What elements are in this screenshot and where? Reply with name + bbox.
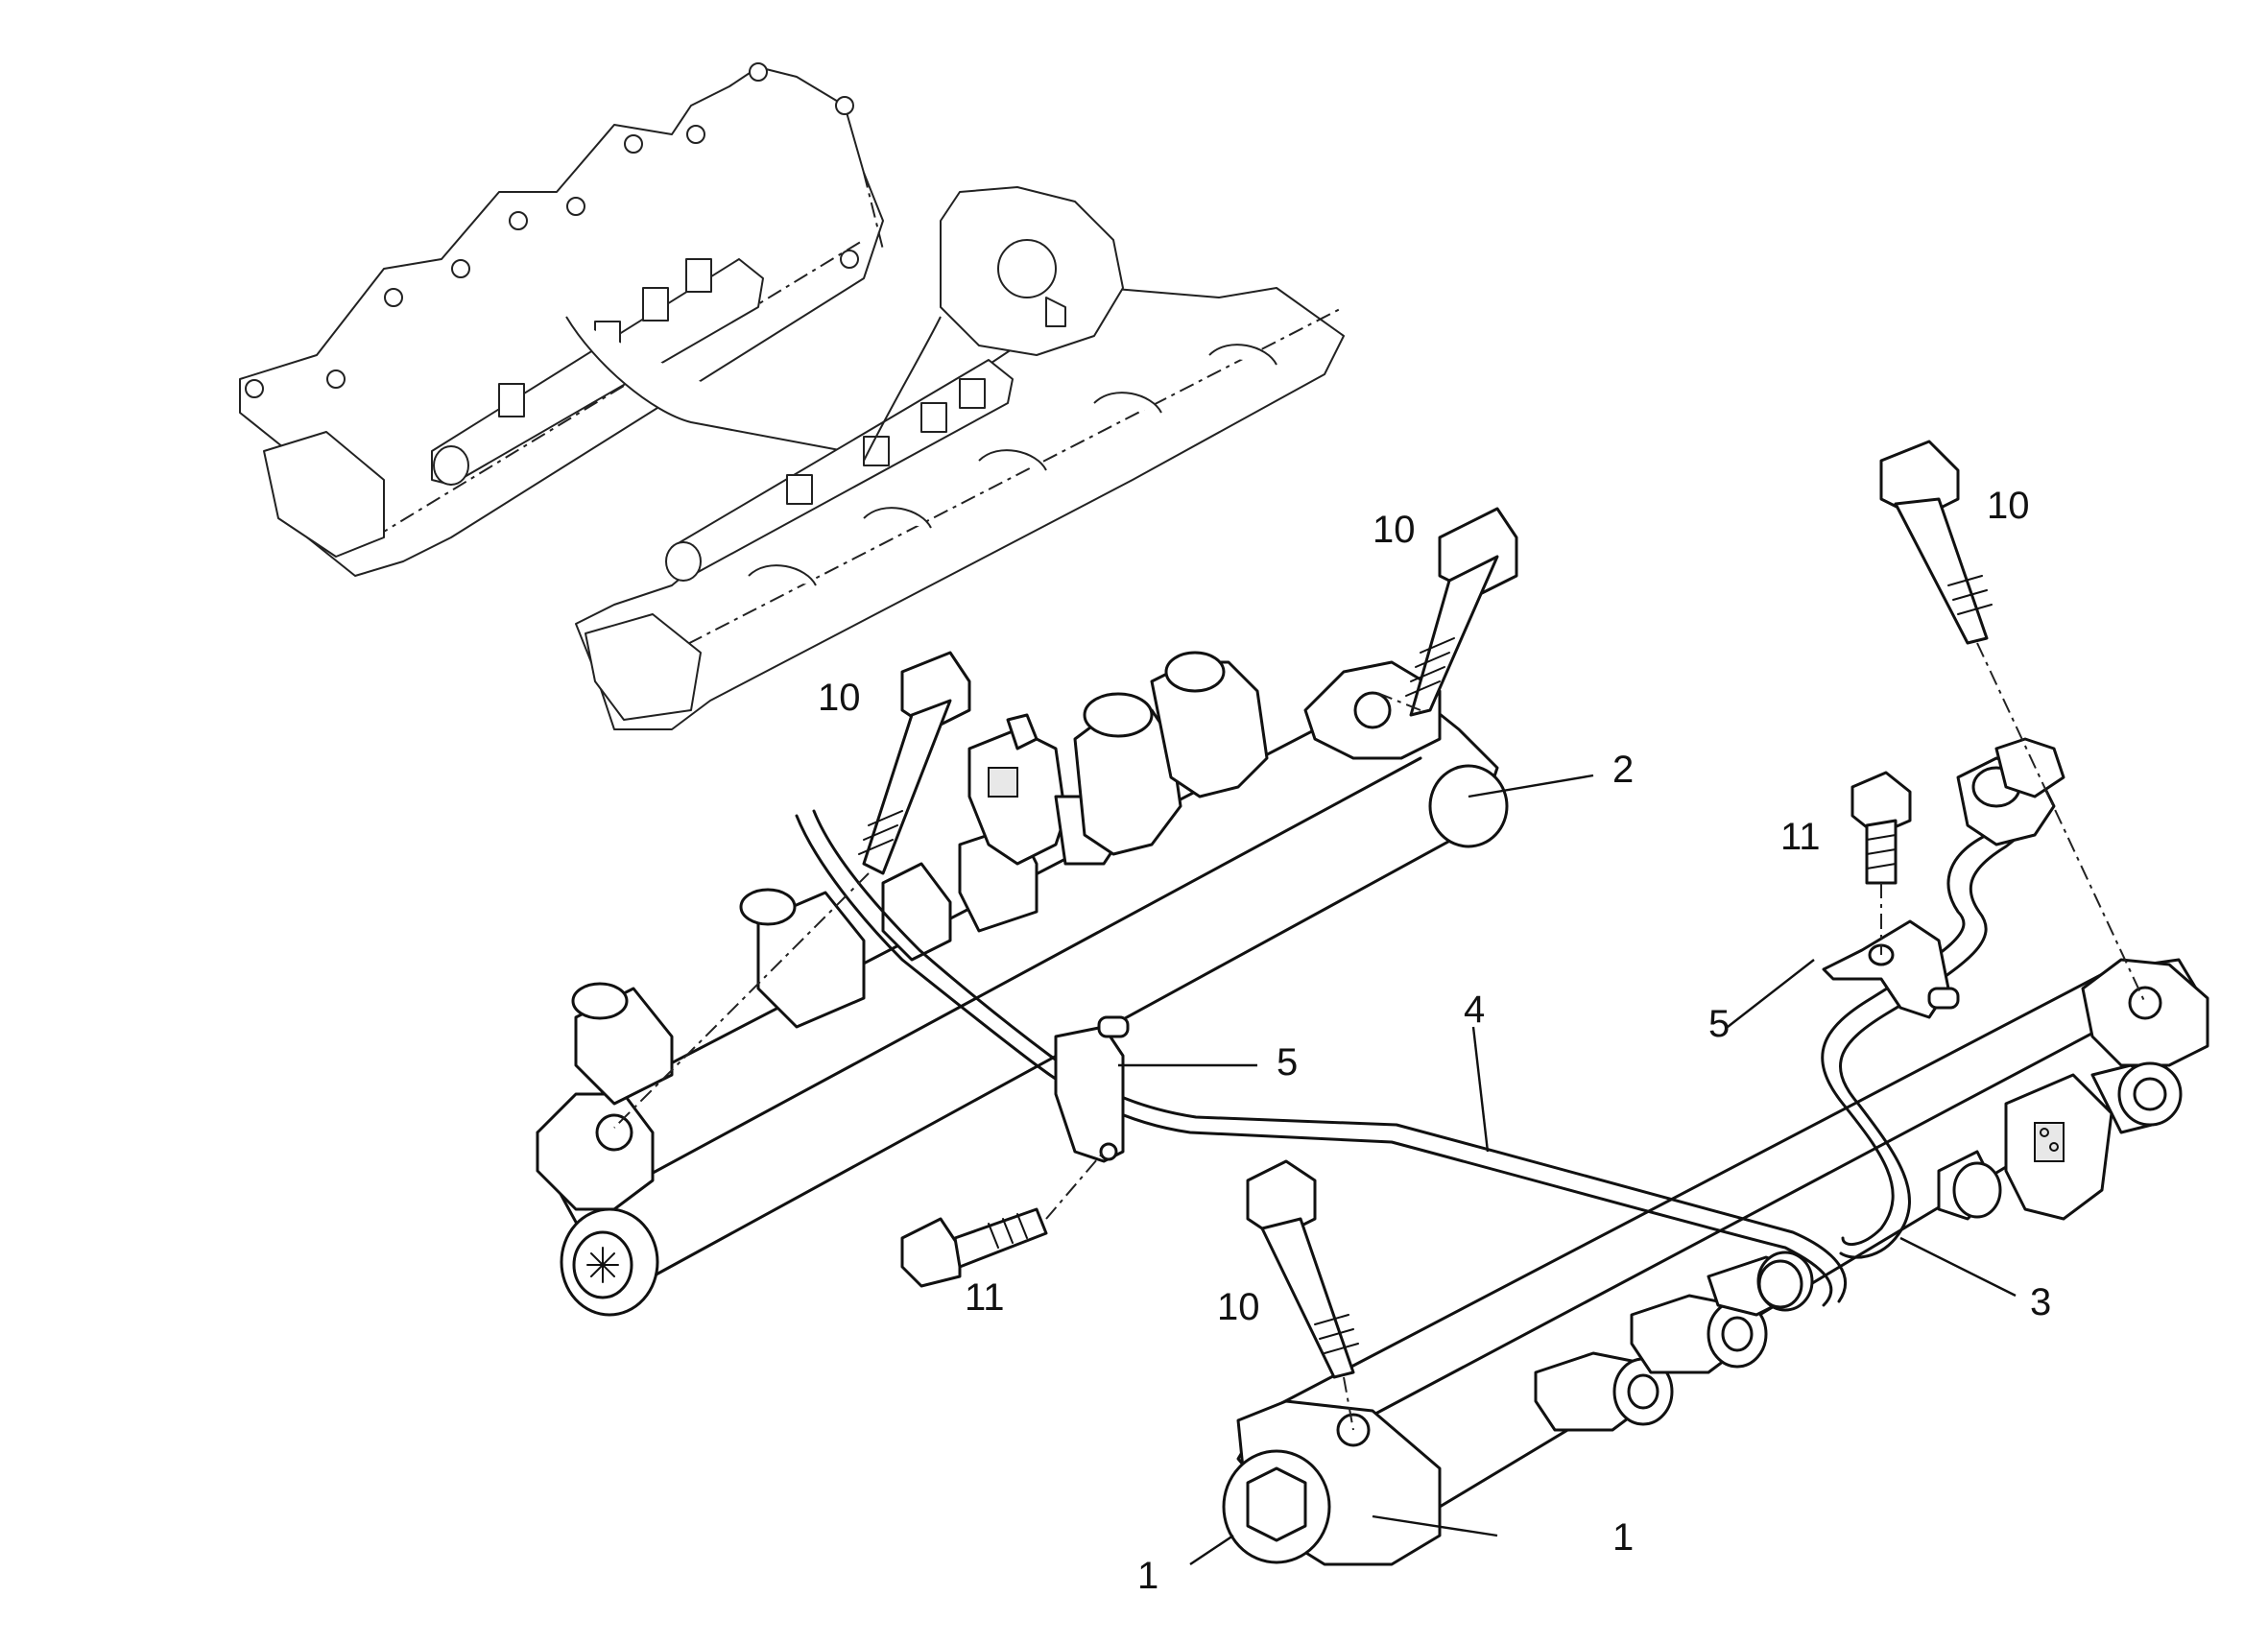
fuel-line-4: [795, 809, 1847, 1309]
callout-10-upper-mid: 10: [1373, 509, 1416, 551]
callout-10-upper-left: 10: [818, 677, 861, 719]
callout-3: 3: [2030, 1281, 2051, 1323]
callout-labels: 2 4 5 5 3 1 1 10 10 10 10 11 11: [818, 485, 2051, 1597]
fuel-line-3: [1821, 737, 2065, 1259]
callout-10-upper-right: 10: [1987, 485, 2030, 527]
callout-10-lower: 10: [1217, 1286, 1260, 1328]
fuel-rail-right: [1222, 958, 2209, 1566]
callout-5-right: 5: [1708, 1003, 1730, 1045]
callout-11-right: 11: [1780, 816, 1821, 858]
callout-5-left: 5: [1277, 1041, 1298, 1084]
rail1-sensor: [2004, 1073, 2113, 1221]
bolt-10-lower: [1246, 1159, 1359, 1431]
rail2-fittings: [571, 823, 1039, 1106]
engine-overview: [239, 62, 1345, 730]
bolt-11-left: [900, 1151, 1105, 1288]
clamp-left: [1054, 1015, 1130, 1163]
callout-1-left: 1: [1137, 1555, 1158, 1597]
callout-11-left: 11: [965, 1276, 1005, 1319]
callout-4: 4: [1464, 989, 1485, 1031]
fuel-rail-left: [536, 651, 1509, 1317]
callout-1-right: 1: [1612, 1516, 1634, 1559]
bolt-10-upper-right: [1879, 440, 2146, 1004]
clamp-right: [1822, 919, 1960, 1019]
callout-2: 2: [1612, 749, 1634, 791]
leader-lines: [1118, 774, 2017, 1565]
bolt-10-upper-mid: [1372, 507, 1518, 717]
bolt-11-right: [1850, 771, 1912, 955]
rail2-top-fittings: [1073, 651, 1269, 856]
bolt-10-upper-left: [613, 651, 971, 1129]
